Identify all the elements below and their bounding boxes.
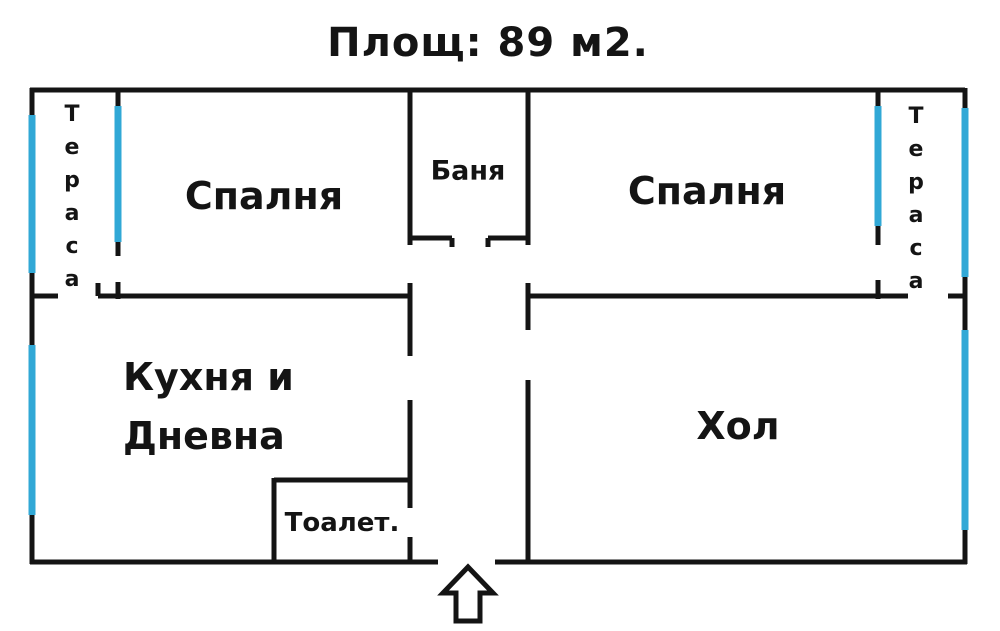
- plan-title: Площ: 89 м2.: [327, 20, 649, 66]
- room-label-toilet: Тоалет.: [284, 508, 400, 538]
- interior-walls: [30, 90, 967, 564]
- room-label-hall: Хол: [696, 404, 780, 448]
- room-label-kitchen: Кухня и Дневна: [123, 348, 294, 466]
- room-label-bathroom: Баня: [430, 155, 506, 187]
- outer-walls: [29, 87, 968, 565]
- kitchen-label-line1: Кухня и: [123, 355, 294, 399]
- entrance-arrow-icon: [437, 563, 499, 624]
- room-label-bedroom-left: Спалня: [184, 174, 344, 218]
- kitchen-label-line2: Дневна: [123, 414, 285, 458]
- room-label-bedroom-right: Спалня: [627, 169, 787, 213]
- room-label-terrace-left: Тераса: [59, 102, 85, 300]
- window-markers: [28, 106, 969, 530]
- room-label-terrace-right: Тераса: [903, 104, 929, 302]
